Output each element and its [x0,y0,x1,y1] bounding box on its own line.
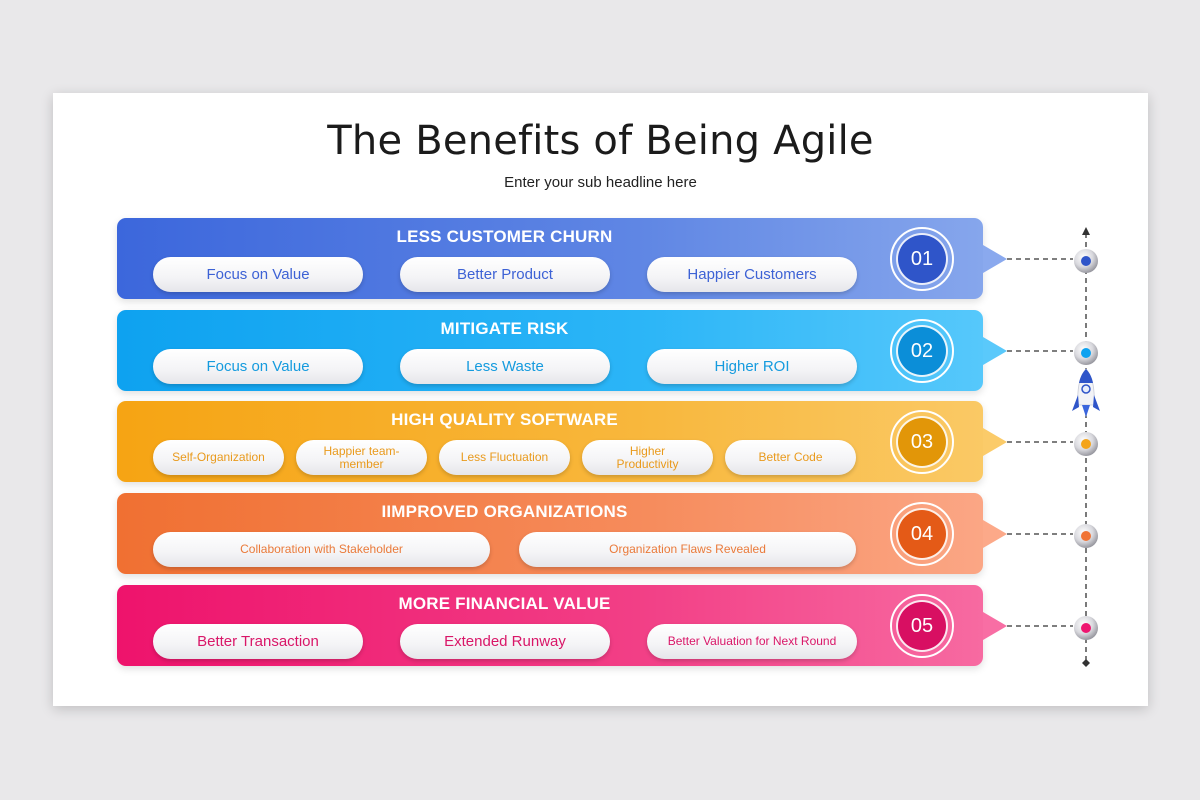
number-label: 03 [896,416,948,468]
benefit-pill: Extended Runway [400,624,610,659]
axis-diamond-bottom [1082,659,1090,667]
benefit-pill: Less Fluctuation [439,440,570,475]
timeline-marker-5 [1074,616,1098,640]
benefit-pill: Organization Flaws Revealed [519,532,856,567]
benefit-pill: Better Valuation for Next Round [647,624,857,659]
benefit-pill: Collaboration with Stakeholder [153,532,490,567]
band-title: MITIGATE RISK [440,319,569,338]
benefit-pill: Better Transaction [153,624,363,659]
benefit-pill: Happier Customers [647,257,857,292]
axis-arrow-top [1082,227,1090,235]
benefit-pill: Happier team-member [296,440,427,475]
number-badge: 04 [890,502,954,566]
benefit-band-5: MORE FINANCIAL VALUE Better Transaction … [117,585,1007,666]
timeline-marker-3 [1074,432,1098,456]
benefit-band-1: LESS CUSTOMER CHURN Focus on Value Bette… [117,218,1007,299]
number-badge: 03 [890,410,954,474]
page-title: The Benefits of Being Agile [327,118,874,164]
benefit-band-2: MITIGATE RISK Focus on Value Less Waste … [117,310,1007,391]
band-title: IIMPROVED ORGANIZATIONS [381,502,628,521]
number-badge: 01 [890,227,954,291]
number-label: 05 [896,600,948,652]
number-label: 01 [896,233,948,285]
benefit-pill: Higher Productivity [582,440,713,475]
benefit-pill: Focus on Value [153,349,363,384]
benefit-pill: Focus on Value [153,257,363,292]
benefit-pill: Better Code [725,440,856,475]
benefit-band-4: IIMPROVED ORGANIZATIONS Collaboration wi… [117,493,1007,574]
number-badge: 02 [890,319,954,383]
benefit-pill: Less Waste [400,349,610,384]
number-label: 04 [896,508,948,560]
benefit-pill: Self-Organization [153,440,284,475]
number-label: 02 [896,325,948,377]
number-badge: 05 [890,594,954,658]
timeline-marker-4 [1074,524,1098,548]
timeline-marker-2 [1074,341,1098,365]
slide: The Benefits of Being Agile Enter your s… [53,93,1148,706]
band-title: MORE FINANCIAL VALUE [398,594,611,613]
band-title: HIGH QUALITY SOFTWARE [391,410,618,429]
timeline-marker-1 [1074,249,1098,273]
band-title: LESS CUSTOMER CHURN [396,227,613,246]
benefit-pill: Higher ROI [647,349,857,384]
rocket-icon [1072,368,1100,417]
benefit-pill: Better Product [400,257,610,292]
page-subtitle: Enter your sub headline here [504,174,697,191]
benefit-band-3: HIGH QUALITY SOFTWARE Self-Organization … [117,401,1007,482]
